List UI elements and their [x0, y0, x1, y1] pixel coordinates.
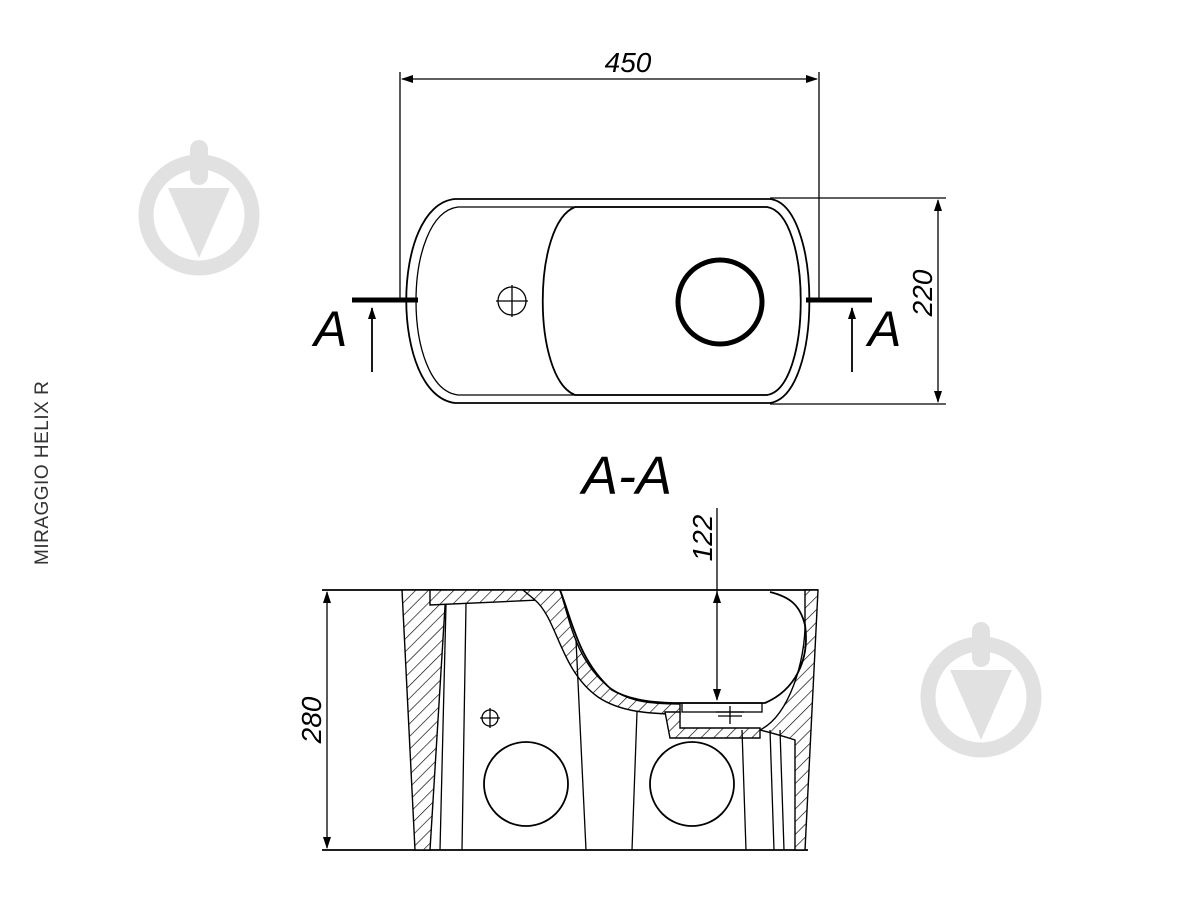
tap-hole-marker	[496, 285, 528, 317]
mounting-hole-right	[649, 741, 735, 827]
dimension-height-label: 280	[296, 696, 327, 744]
dimension-bowl-depth: 122	[687, 508, 721, 701]
dimension-width-label: 450	[605, 47, 652, 78]
section-marker-left-label: A	[311, 301, 347, 357]
mounting-hole-left	[483, 741, 569, 827]
dimension-width: 450	[399, 47, 820, 301]
watermark-logo-left	[138, 140, 260, 276]
model-label: MIRAGGIO HELIX R	[32, 381, 53, 565]
top-view	[405, 198, 811, 404]
section-view	[322, 589, 819, 851]
dimension-depth: 220	[770, 197, 946, 405]
section-marker-right: A	[806, 297, 901, 372]
drain-hole	[675, 257, 765, 347]
section-marker-right-label: A	[865, 301, 901, 357]
drain-fitting	[681, 702, 763, 724]
dimension-height: 280	[296, 591, 331, 849]
dimension-bowl-depth-label: 122	[687, 514, 718, 561]
watermark-logo-right	[920, 622, 1042, 758]
section-tap-marker	[480, 708, 500, 728]
section-marker-left: A	[311, 297, 418, 372]
section-title: A-A	[579, 446, 672, 506]
dimension-depth-label: 220	[907, 269, 938, 317]
